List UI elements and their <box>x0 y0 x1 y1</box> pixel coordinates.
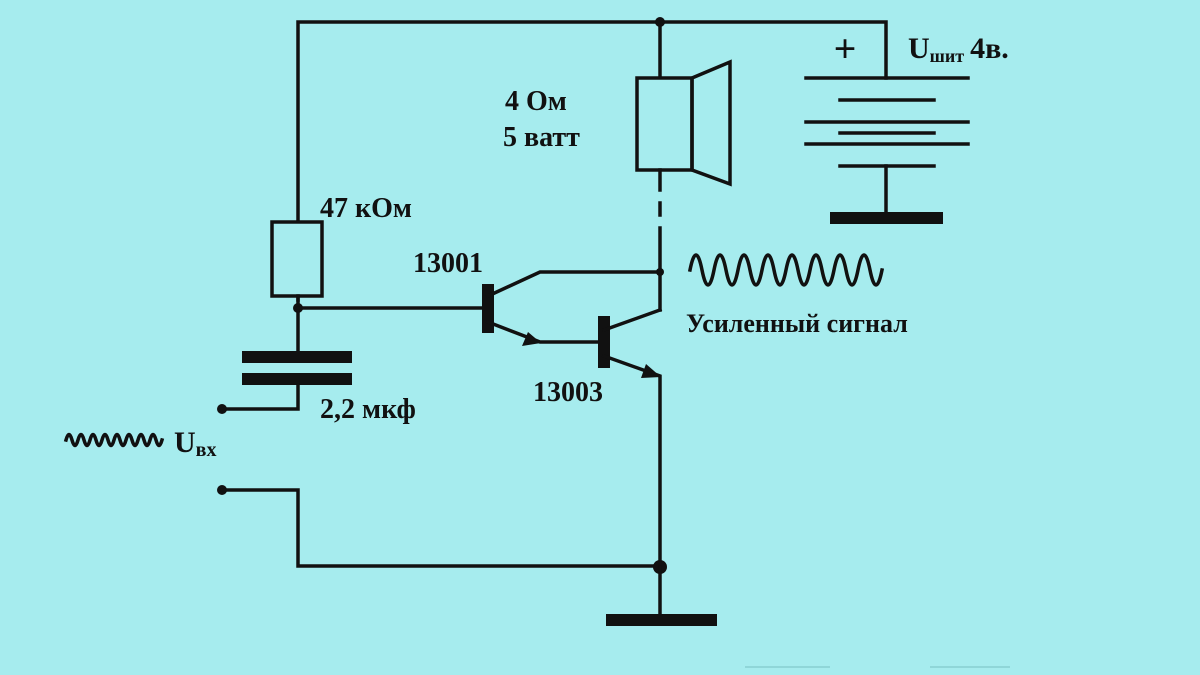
q1-label: 13001 <box>413 248 483 279</box>
transistor-q2: 13003 <box>533 307 663 570</box>
ground-return <box>217 485 717 626</box>
capacitor: 2,2 мкф <box>217 351 416 425</box>
input-label-sub: вх <box>196 439 217 461</box>
input-signal: Uвх <box>63 426 216 461</box>
resistor-label: 47 кОм <box>320 193 412 224</box>
capacitor-label: 2,2 мкф <box>320 394 416 425</box>
resistor: 47 кОм <box>270 193 489 357</box>
input-terminal-top[interactable] <box>217 404 227 414</box>
speaker-label-line1: 4 Ом <box>505 86 567 117</box>
output-waveform <box>687 253 885 287</box>
supply-rail-wires <box>296 17 888 302</box>
battery-label-value: 4в. <box>970 32 1009 65</box>
transistor-q1: 13001 <box>413 248 662 346</box>
speaker-label-line2: 5 ватт <box>503 122 580 153</box>
q2-label: 13003 <box>533 377 603 408</box>
input-waveform <box>63 432 165 448</box>
output-signal: Усиленный сигнал <box>686 253 908 338</box>
battery-plus-sign: + <box>834 26 857 71</box>
battery-label-sub: шит <box>930 46 965 66</box>
junction-top <box>655 17 665 27</box>
q1-emitter-arrow <box>522 332 541 346</box>
speaker: 4 Ом 5 ватт <box>503 59 732 312</box>
output-label: Усиленный сигнал <box>686 309 908 338</box>
q2-emitter-arrow <box>641 364 661 378</box>
battery-label-main: U <box>908 32 930 65</box>
input-label-main: U <box>174 426 196 459</box>
input-label: Uвх <box>174 426 216 461</box>
